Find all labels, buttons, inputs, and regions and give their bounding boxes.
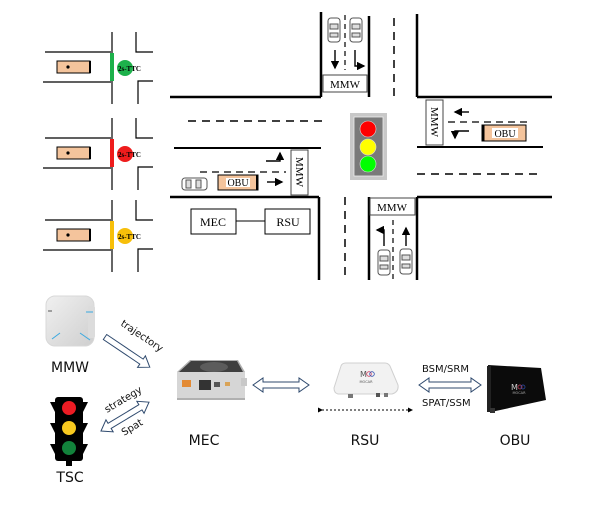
strategy-spat-arrow (100, 400, 150, 433)
ttc-examples: 2s-TTC 2s-TTC 2s-TTC (43, 32, 153, 272)
car-icon (181, 177, 208, 191)
car-icon (399, 248, 413, 275)
obu-brand-logo: M (511, 383, 518, 392)
arrow-turn-icon (375, 225, 385, 246)
spat-ssm-label: SPAT/SSM (422, 398, 471, 409)
obu-device-label: OBU (500, 433, 531, 449)
tsc-device-label: TSC (55, 470, 83, 486)
ttc-label: 2s-TTC (118, 151, 141, 159)
rsu-brand-text: MOCAR (359, 380, 373, 384)
road-edge (135, 200, 153, 221)
ttc-label: 2s-TTC (118, 233, 141, 241)
mmw-label: MMW (293, 157, 305, 188)
obu-device-icon: M MOCAR (487, 365, 546, 413)
vehicle-obu-icon (56, 60, 91, 74)
intersection (170, 12, 552, 280)
mmw-box (369, 197, 416, 216)
mmw-east: MMW (425, 99, 444, 146)
ttc-circle-icon (117, 60, 133, 76)
road-obu-west: OBU (217, 174, 259, 191)
mec-device-icon (177, 360, 247, 400)
vehicle-edge (89, 61, 91, 73)
vehicle-obu-icon (56, 146, 91, 160)
vehicle-dot (66, 151, 70, 155)
mec-rsu-link: MEC RSU (190, 208, 311, 235)
obu-label-bg (226, 178, 250, 187)
mmw-box (290, 149, 309, 196)
rsu-obu-arrow (418, 377, 482, 393)
car-icon (349, 17, 363, 43)
lane-arrows (266, 50, 469, 246)
trajectory-arrow (102, 333, 151, 368)
road-edge (135, 118, 153, 139)
bsm-srm-label: BSM/SRM (422, 364, 469, 375)
link-arrows (100, 333, 482, 433)
vehicle-dot (66, 65, 70, 69)
mec-rsu-arrow (252, 377, 310, 393)
stop-line-signal (110, 221, 114, 249)
rsu-device-label: RSU (351, 433, 380, 449)
mmw-north: MMW (322, 74, 368, 93)
rsu-box (264, 208, 311, 235)
road-obu-east: OBU (481, 124, 527, 142)
mmw-box (425, 99, 444, 146)
mmw-south: MMW (369, 197, 416, 216)
stop-line-signal (110, 139, 114, 167)
vehicle-edge (89, 229, 91, 241)
road-edge (137, 248, 153, 272)
vehicle-edge (89, 147, 91, 159)
mec-box (190, 208, 237, 235)
car-icon (377, 249, 391, 276)
signal-red-light (359, 120, 377, 138)
vehicles (181, 17, 413, 276)
rsu-brand-logo: M (360, 370, 367, 379)
arrow-turn-icon (450, 130, 469, 140)
tsc-traffic-light-icon (50, 397, 88, 466)
car-icon (327, 17, 341, 43)
mmw-device-label: MMW (51, 360, 89, 376)
ttc-circle-icon (117, 146, 133, 162)
mmw-label: MMW (428, 107, 440, 138)
intersection-signal (350, 113, 387, 180)
arrow-turn-icon (266, 151, 285, 162)
signal-yellow-light (359, 138, 377, 156)
obu-label-bg (492, 128, 518, 138)
ttc-label: 2s-TTC (118, 65, 141, 73)
obu-label: OBU (494, 129, 516, 140)
road-edge (137, 80, 153, 104)
ttc-example-green: 2s-TTC (43, 32, 153, 104)
mmw-label: MMW (330, 79, 361, 91)
mec-device-label: MEC (189, 433, 220, 449)
road-edge (135, 32, 153, 53)
ttc-circle-icon (117, 228, 133, 244)
obu-edge (256, 175, 259, 190)
signal-green-light (359, 155, 377, 173)
obu-label: OBU (227, 178, 249, 189)
obu-brand-text: MOCAR (512, 391, 526, 395)
vehicle-dot (66, 233, 70, 237)
arrow-turn-icon (354, 50, 366, 71)
obu-edge (482, 125, 485, 141)
mmw-box (322, 74, 368, 93)
road-edge (137, 166, 153, 190)
mmw-label: MMW (377, 202, 408, 214)
stop-line-signal (110, 53, 114, 81)
vehicle-obu-icon (56, 228, 91, 242)
rsu-device-icon: M MOCAR (333, 362, 399, 398)
mec-label: MEC (200, 215, 226, 229)
mmw-device-icon (45, 295, 95, 347)
ttc-example-yellow: 2s-TTC (43, 200, 153, 272)
mmw-west: MMW (290, 149, 309, 196)
ttc-example-red: 2s-TTC (43, 118, 153, 190)
rsu-label: RSU (276, 215, 300, 229)
